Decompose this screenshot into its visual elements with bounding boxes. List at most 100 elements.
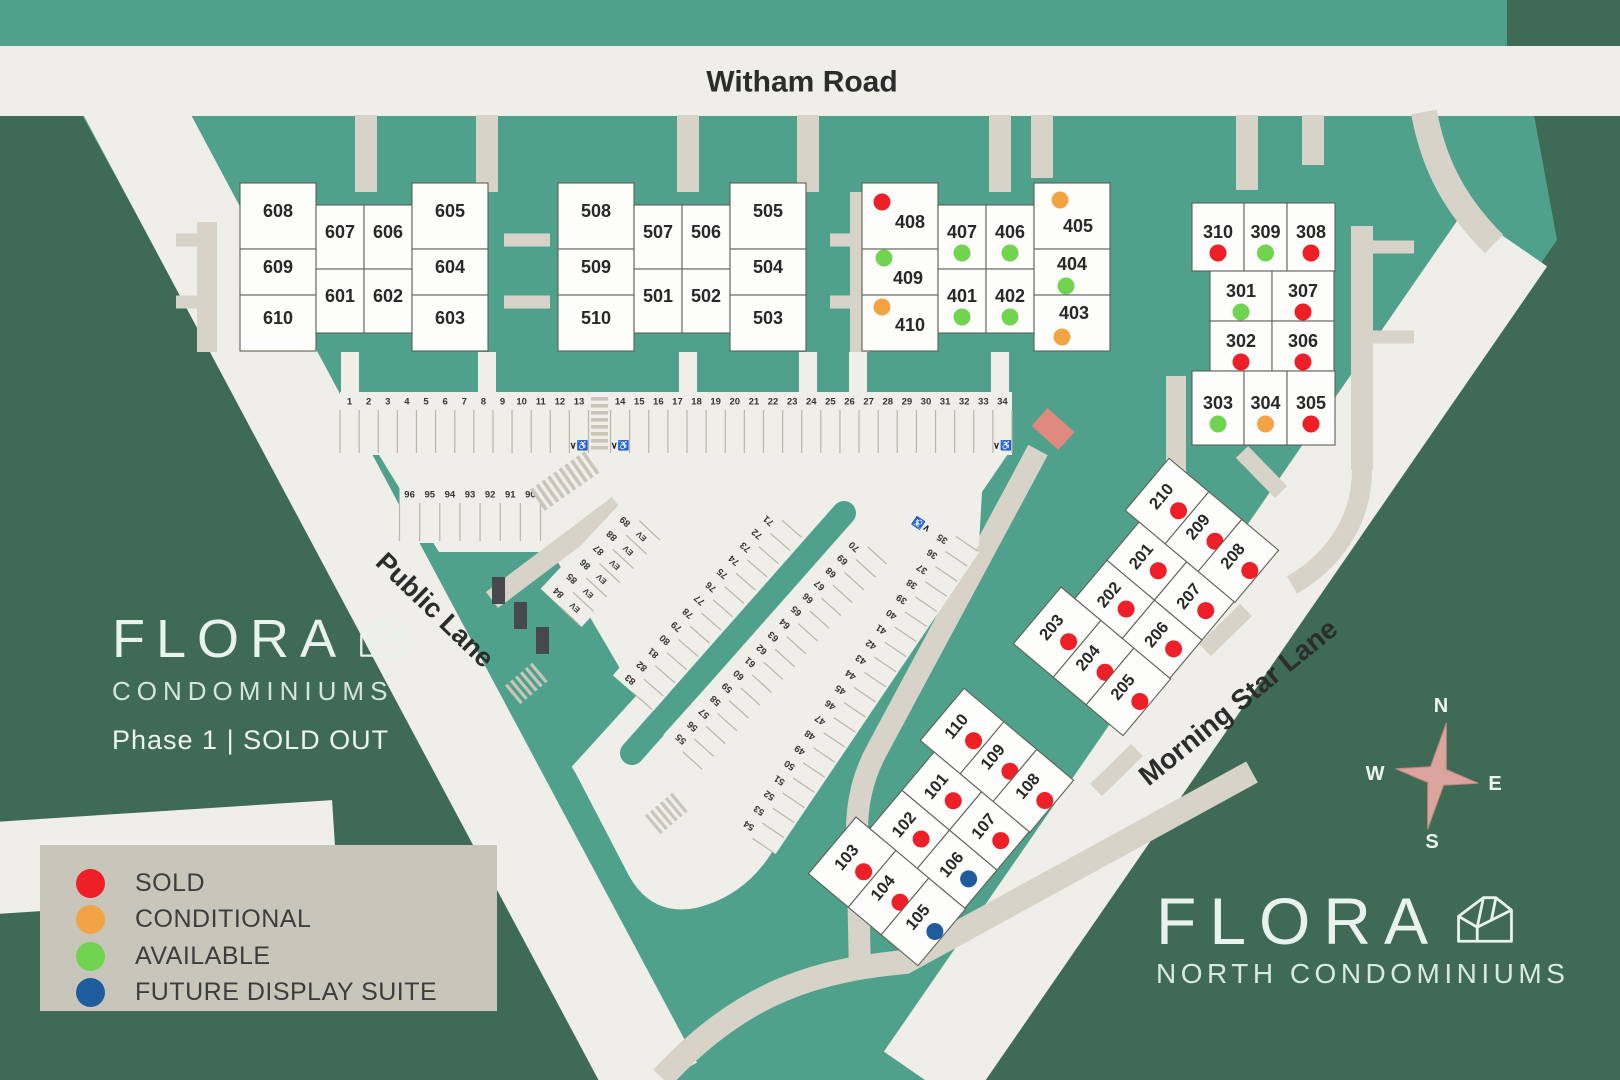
unit-310[interactable]: 310: [1191, 202, 1245, 272]
unit-102[interactable]: 102: [869, 789, 951, 870]
unit-610[interactable]: 610: [239, 294, 317, 352]
unit-label-402: 402: [995, 286, 1025, 306]
unit-106[interactable]: 106: [916, 829, 998, 910]
northeast-connector-drive: [1411, 109, 1504, 254]
compass-n: N: [1434, 695, 1448, 717]
unit-210[interactable]: 210: [1124, 457, 1210, 545]
status-dot-102: [912, 830, 930, 848]
unit-409[interactable]: 409: [861, 248, 939, 296]
stall-90: 90: [525, 490, 536, 501]
unit-205[interactable]: 205: [1085, 647, 1172, 737]
unit-label-407: 407: [947, 222, 977, 242]
stall-21: 21: [749, 397, 760, 408]
unit-501[interactable]: 501: [633, 268, 683, 334]
unit-309[interactable]: 309: [1243, 202, 1288, 272]
unit-label-504: 504: [753, 257, 783, 277]
flora-subtitle: CONDOMINIUMS: [112, 676, 394, 706]
unit-408[interactable]: 408: [861, 182, 939, 250]
unit-label-608: 608: [263, 201, 293, 221]
unit-109[interactable]: 109: [959, 720, 1038, 803]
unit-label-604: 604: [435, 257, 465, 277]
unit-label-503: 503: [753, 308, 783, 328]
unit-504[interactable]: 504: [729, 248, 807, 296]
status-dot-110: [965, 732, 983, 750]
stall-40: 40: [884, 606, 899, 621]
unit-label-510: 510: [581, 308, 611, 328]
unit-406[interactable]: 406: [985, 204, 1035, 270]
unit-301[interactable]: 301: [1209, 270, 1273, 322]
sold-dot-icon: [76, 868, 105, 898]
unit-607[interactable]: 607: [315, 204, 365, 270]
unit-label-606: 606: [373, 222, 403, 242]
status-dot-310: [1209, 244, 1227, 262]
unit-403[interactable]: 403: [1033, 294, 1111, 352]
status-dot-208: [1241, 562, 1259, 580]
stall-4: 4: [404, 397, 410, 408]
unit-508[interactable]: 508: [557, 182, 635, 250]
available-dot-icon: [76, 941, 105, 971]
unit-506[interactable]: 506: [681, 204, 731, 270]
stall-9: 9: [500, 397, 505, 408]
unit-606[interactable]: 606: [363, 204, 413, 270]
stall-34: 34: [997, 397, 1008, 408]
legend-label: SOLD: [135, 868, 206, 897]
unit-303[interactable]: 303: [1191, 370, 1245, 446]
unit-208[interactable]: 208: [1197, 518, 1280, 604]
status-dot-207: [1197, 602, 1215, 620]
stall-31: 31: [940, 397, 951, 408]
unit-605[interactable]: 605: [411, 182, 489, 250]
unit-509[interactable]: 509: [557, 248, 635, 296]
unit-308[interactable]: 308: [1286, 202, 1336, 272]
unit-107[interactable]: 107: [948, 791, 1030, 871]
stall-39: 39: [894, 591, 909, 606]
status-dot-410: [873, 298, 891, 316]
phase-status: Phase 1 | SOLD OUT: [112, 725, 390, 755]
unit-505[interactable]: 505: [729, 182, 807, 250]
unit-601[interactable]: 601: [315, 268, 365, 334]
unit-label-506: 506: [691, 222, 721, 242]
witham-road-label: Witham Road: [706, 66, 897, 99]
kiosk: [1031, 408, 1075, 450]
status-dot-404: [1057, 277, 1075, 295]
status-dot-401: [953, 308, 971, 326]
unit-604[interactable]: 604: [411, 248, 489, 296]
unit-101[interactable]: 101: [901, 751, 983, 831]
unit-401[interactable]: 401: [937, 268, 987, 334]
unit-307[interactable]: 307: [1271, 270, 1335, 322]
unit-603[interactable]: 603: [411, 294, 489, 352]
unit-305[interactable]: 305: [1286, 370, 1336, 446]
unit-407[interactable]: 407: [937, 204, 987, 270]
unit-502[interactable]: 502: [681, 268, 731, 334]
unit-402[interactable]: 402: [985, 268, 1035, 334]
unit-507[interactable]: 507: [633, 204, 683, 270]
witham-road: [0, 46, 1620, 116]
parking-row-35-54: 5453525150494847464544434241403938373635…: [730, 515, 980, 854]
unit-206[interactable]: 206: [1121, 599, 1203, 680]
unit-103[interactable]: 103: [807, 816, 897, 908]
unit-201[interactable]: 201: [1106, 521, 1188, 601]
unit-510[interactable]: 510: [557, 294, 635, 352]
status-dot-308: [1302, 244, 1320, 262]
unit-503[interactable]: 503: [729, 294, 807, 352]
unit-105[interactable]: 105: [880, 877, 967, 967]
unit-405[interactable]: 405: [1033, 182, 1111, 250]
unit-609[interactable]: 609: [239, 248, 317, 296]
flora-house-icon: [360, 618, 406, 657]
unit-304[interactable]: 304: [1243, 370, 1288, 446]
unit-404[interactable]: 404: [1033, 248, 1111, 296]
status-dot-107: [992, 832, 1010, 850]
unit-306[interactable]: 306: [1271, 320, 1335, 372]
stall-16: 16: [653, 397, 664, 408]
unit-108[interactable]: 108: [992, 748, 1075, 834]
unit-608[interactable]: 608: [239, 182, 317, 250]
unit-602[interactable]: 602: [363, 268, 413, 334]
status-dot-302: [1232, 353, 1250, 371]
unit-410[interactable]: 410: [861, 294, 939, 352]
unit-207[interactable]: 207: [1153, 561, 1235, 641]
unit-302[interactable]: 302: [1209, 320, 1273, 372]
crosswalk-stripe: [591, 439, 609, 443]
stall-95: 95: [424, 490, 435, 501]
